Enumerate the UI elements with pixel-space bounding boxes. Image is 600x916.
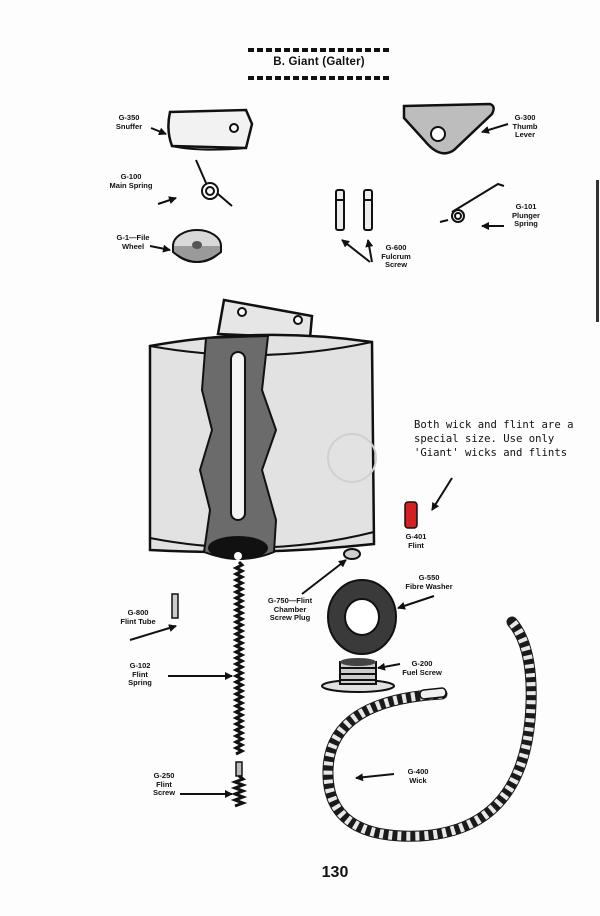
flint-tube-part [171,593,179,619]
snuffer-part [167,108,254,151]
wick-part [322,616,537,842]
fuel-screw-part [321,658,395,693]
file-wheel-part [172,229,222,263]
fulcrum-screw-part [335,189,373,231]
page-edge [596,180,599,322]
title-border-bottom [248,76,390,80]
main-spring-part [195,159,233,207]
title-border-top [248,48,390,52]
flint-spring-part [232,560,246,756]
page-number: 130 [321,864,349,881]
lighter-body [148,298,377,560]
fibre-washer-part [327,579,397,655]
section-title: B. Giant (Galter) [273,56,365,68]
flint-part [404,501,418,529]
wick-flint-note: Both wick and flint are a special size. … [414,419,574,459]
flint-screw-part [230,761,248,808]
thumb-lever-part [402,102,495,155]
plunger-spring-part [439,182,505,223]
